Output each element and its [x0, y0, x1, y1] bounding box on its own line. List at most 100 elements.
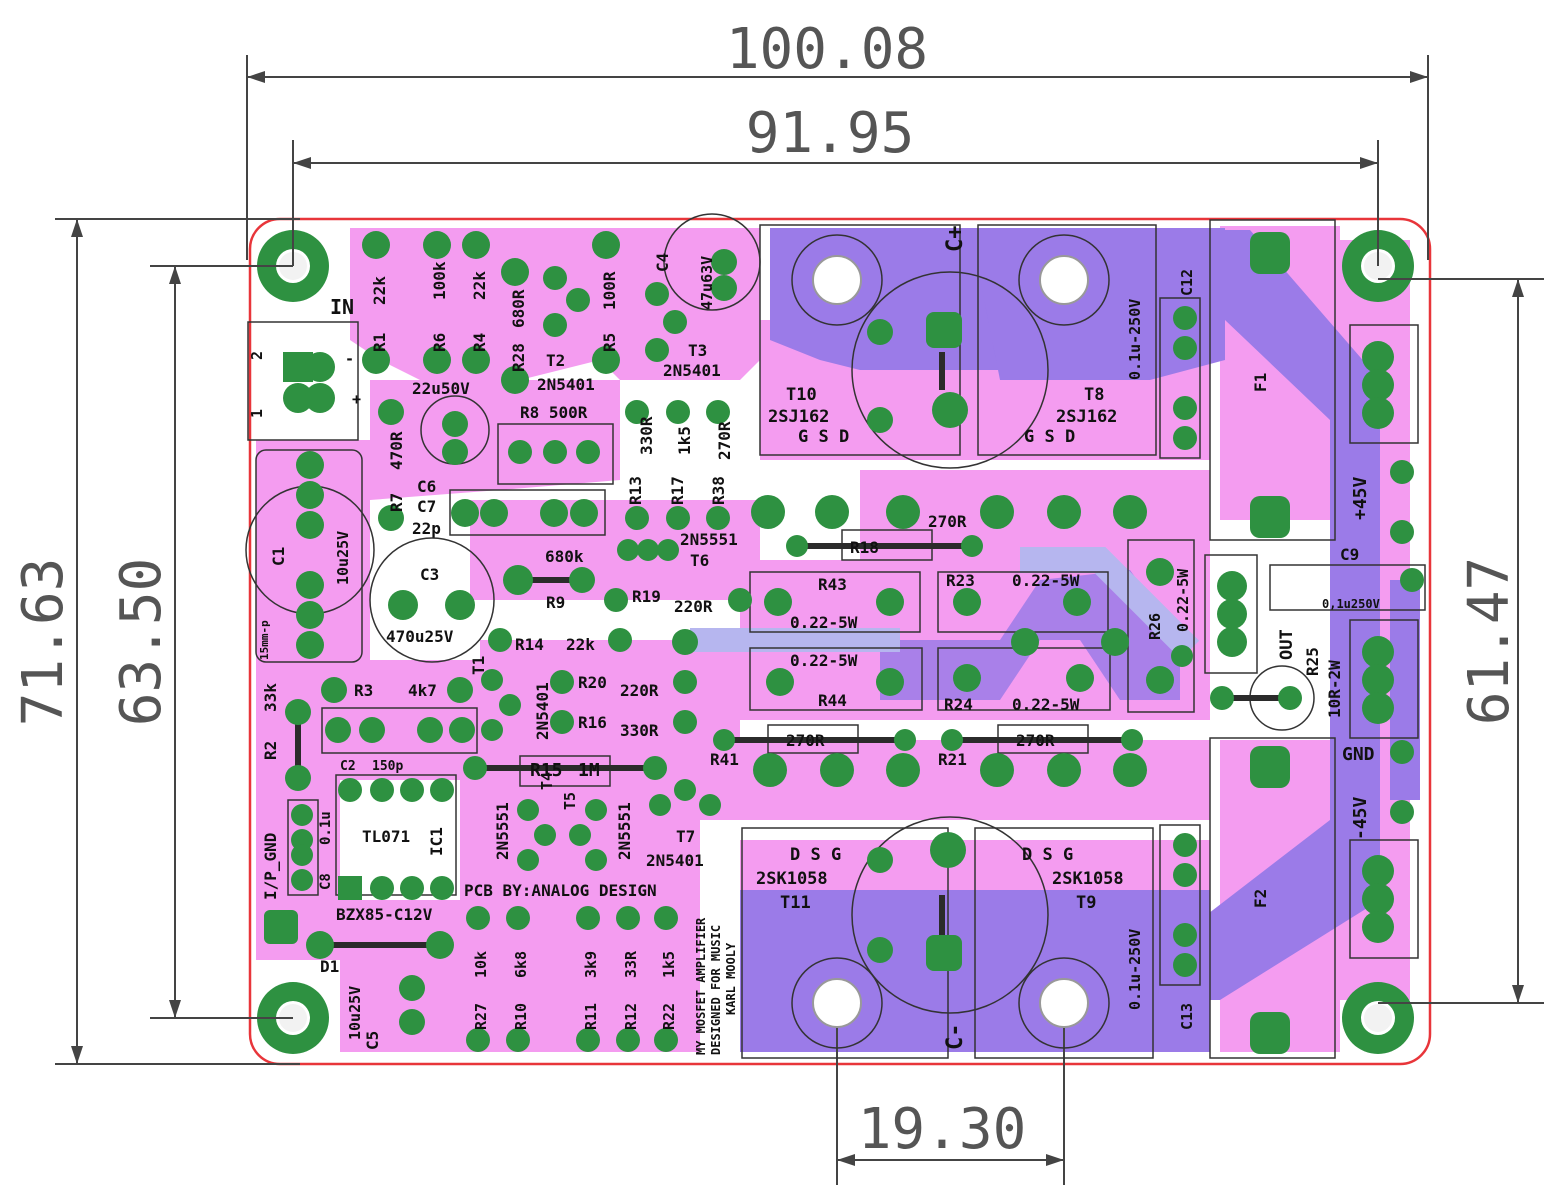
value-t6: 2N5551: [680, 530, 738, 549]
label-r10: R10: [512, 1003, 530, 1030]
value-r7: 470R: [387, 431, 406, 470]
silkscreen-labels: IN 2 1 + - R1 22k R6 100k R4 22k R28 680…: [248, 226, 1380, 1056]
label-pin-1: 1: [248, 409, 266, 418]
label-c5: C5: [363, 1031, 382, 1050]
label-c12: C12: [1178, 269, 1196, 296]
label-plus-45v: +45V: [1350, 476, 1371, 520]
label-c13: C13: [1178, 1003, 1196, 1030]
label-tl071: TL071: [362, 827, 410, 846]
label-r4: R4: [470, 333, 489, 352]
label-in-plus: +: [352, 390, 361, 408]
label-r22: R22: [660, 1003, 678, 1030]
label-d1: D1: [320, 957, 339, 976]
value-t5: 2N5551: [615, 802, 634, 860]
component-outlines: [245, 213, 1426, 1059]
value-r10: 6k8: [512, 951, 530, 978]
label-r25: R25: [1303, 647, 1322, 676]
value-r1: 22k: [370, 276, 389, 305]
label-r7: R7: [387, 493, 406, 512]
label-t6: T6: [690, 551, 709, 570]
value-r19: 220R: [674, 597, 713, 616]
label-c3: C3: [420, 565, 439, 584]
label-t3: T3: [688, 341, 707, 360]
value-c9: 0,1u250V: [1322, 597, 1380, 611]
label-credit-2: DESIGNED FOR MUSIC: [709, 925, 723, 1055]
label-r15: R15: [530, 760, 563, 781]
value-t3: 2N5401: [663, 361, 721, 380]
label-r2: R2: [261, 741, 280, 760]
label-in: IN: [330, 295, 354, 319]
label-r8: R8 500R: [520, 403, 588, 422]
value-t8: 2SJ162: [1056, 407, 1117, 427]
label-f2: F2: [1251, 889, 1270, 908]
label-r24: R24: [944, 695, 973, 714]
label-c-minus: C-: [943, 1024, 968, 1051]
label-r3: R3: [354, 681, 373, 700]
value-c12: 0.1u-250V: [1126, 299, 1144, 380]
label-r16: R16: [578, 713, 607, 732]
value-r43: 0.22-5W: [790, 613, 858, 632]
label-out: OUT: [1277, 629, 1297, 660]
label-r44: R44: [818, 691, 847, 710]
label-t7: T7: [676, 827, 695, 846]
value-r4: 22k: [470, 271, 489, 300]
label-t9-pins: D S G: [1022, 845, 1073, 865]
label-t5: T5: [561, 792, 579, 810]
dimension-transistor-pitch: 19.30: [858, 1097, 1027, 1162]
label-r17: R17: [668, 476, 687, 505]
value-t10: 2SJ162: [768, 407, 829, 427]
label-t9: T9: [1076, 893, 1096, 913]
dimension-width-inner: 91.95: [746, 101, 915, 166]
value-r23: 0.22-5W: [1012, 571, 1080, 590]
label-r11: R11: [582, 1003, 600, 1030]
label-r18: R18: [850, 538, 879, 557]
value-d1: BZX85-C12V: [336, 905, 433, 924]
value-r20: 220R: [620, 681, 659, 700]
label-t11: T11: [780, 893, 811, 913]
value-t1: 2N5401: [533, 682, 552, 740]
label-r9: R9: [546, 593, 565, 612]
label-in-minus: -: [345, 350, 354, 368]
value-r38: 270R: [715, 421, 734, 460]
label-t11-pins: D S G: [790, 845, 841, 865]
label-15mm-pitch: 15mm-p: [258, 620, 271, 660]
value-r12: 33R: [622, 950, 640, 978]
value-c13: 0.1u-250V: [1126, 929, 1144, 1010]
value-r18: 270R: [928, 512, 967, 531]
label-r26: R26: [1146, 613, 1164, 640]
value-c6: 22u50V: [412, 379, 470, 398]
label-r5: R5: [600, 333, 619, 352]
value-r9: 680k: [545, 547, 584, 566]
value-r17: 1k5: [675, 426, 694, 455]
label-r14: R14: [515, 635, 544, 654]
value-r13: 330R: [637, 416, 656, 455]
value-c8: 0.1u: [318, 811, 334, 845]
value-r14: 22k: [566, 635, 595, 654]
label-credit-1: MY MOSFET AMPLIFIER: [694, 917, 708, 1055]
value-r15: 1M: [578, 760, 600, 781]
value-c4: 47u63V: [698, 256, 716, 310]
value-r25: 10R-2W: [1325, 660, 1344, 718]
value-r6: 100k: [430, 261, 449, 300]
label-c7: C7: [417, 497, 436, 516]
label-t10: T10: [786, 385, 817, 405]
label-pin-2: 2: [248, 351, 266, 360]
board-edge: [248, 217, 1432, 1066]
value-t7: 2N5401: [646, 851, 704, 870]
value-t4: 2N5551: [493, 802, 512, 860]
label-c4: C4: [653, 253, 672, 272]
value-c1: 10u25V: [334, 531, 352, 585]
label-c8: C8: [318, 873, 334, 890]
label-gnd: GND: [1342, 744, 1375, 765]
label-minus-45v: -45V: [1350, 796, 1371, 840]
label-c6: C6: [417, 477, 436, 496]
dimension-height-outer: 71.63: [11, 558, 76, 727]
label-r20: R20: [578, 673, 607, 692]
label-r1: R1: [370, 333, 389, 352]
value-c2: 150p: [372, 759, 403, 774]
dimension-height-inner: 63.50: [109, 558, 174, 727]
label-f1: F1: [1251, 373, 1270, 392]
label-r23: R23: [946, 571, 975, 590]
label-pcb-by: PCB BY:ANALOG DESIGN: [464, 881, 657, 900]
